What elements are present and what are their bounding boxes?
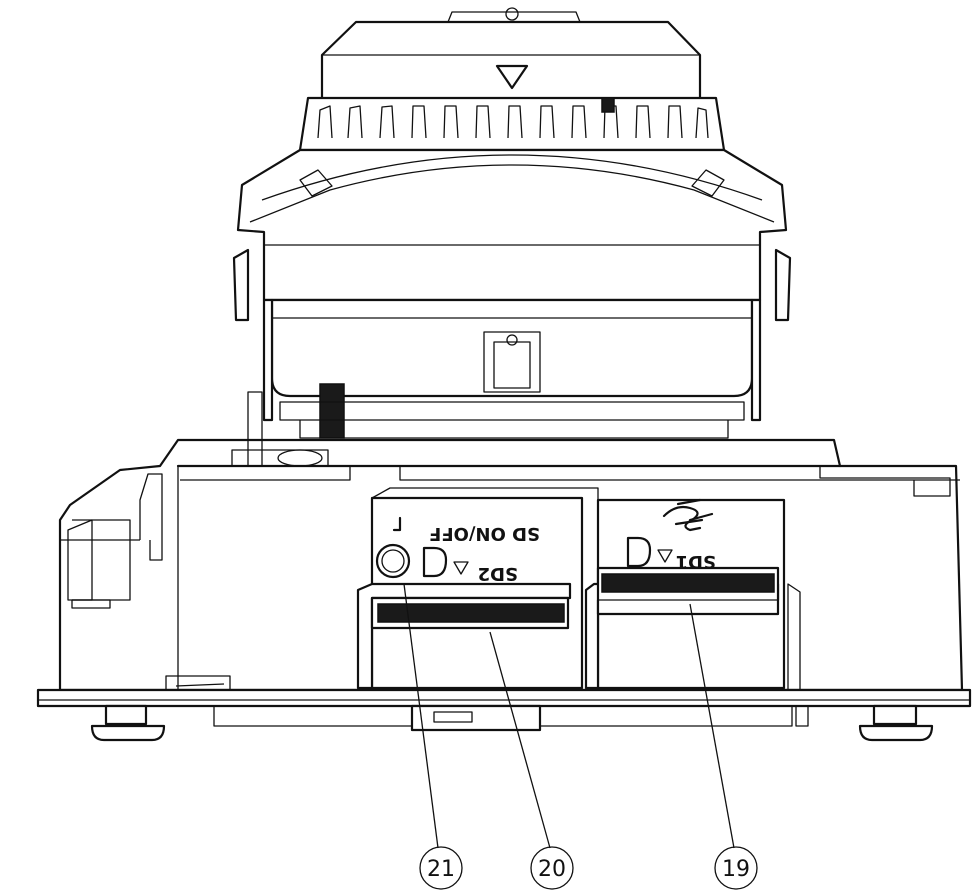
- callout-21-number: 21: [427, 857, 455, 882]
- right-foot: [858, 704, 934, 742]
- tilt-bracket: [232, 148, 792, 322]
- mounting-plate: [36, 688, 972, 732]
- sd2-triangle-icon: [453, 561, 469, 575]
- down-triangle-icon: [495, 64, 529, 90]
- sd-onoff-button: [375, 543, 411, 579]
- leader-21: [403, 583, 439, 849]
- sd2-card-icon: [422, 546, 448, 578]
- leader-19: [689, 603, 735, 849]
- camera-module: [262, 298, 762, 439]
- dome-cap: [320, 7, 702, 102]
- sd1-text: SD1: [676, 551, 716, 572]
- sd1-slot-cover: [584, 498, 801, 691]
- sd1-triangle-icon: [657, 549, 673, 563]
- sd2-label: SD2: [478, 563, 518, 584]
- lens-ring: [298, 96, 726, 152]
- sd2-text: SD2: [478, 563, 518, 584]
- callout-21: 21: [419, 846, 463, 890]
- switch-marker: [392, 516, 402, 532]
- left-foot: [90, 704, 166, 742]
- sd-onoff-text: SD ON/OFF: [429, 523, 540, 544]
- callout-19-number: 19: [722, 857, 750, 882]
- callout-20-number: 20: [538, 857, 566, 882]
- callout-19: 19: [714, 846, 758, 890]
- leader-lines: [403, 583, 735, 849]
- callout-20: 20: [530, 846, 574, 890]
- sd2-slot-cover: [356, 487, 599, 690]
- sd1-card-icon: [626, 536, 652, 568]
- leader-20: [489, 631, 551, 849]
- sd1-label: SD1: [676, 551, 716, 572]
- sdxc-logo: [662, 498, 714, 532]
- sd-onoff-label: SD ON/OFF: [429, 523, 540, 544]
